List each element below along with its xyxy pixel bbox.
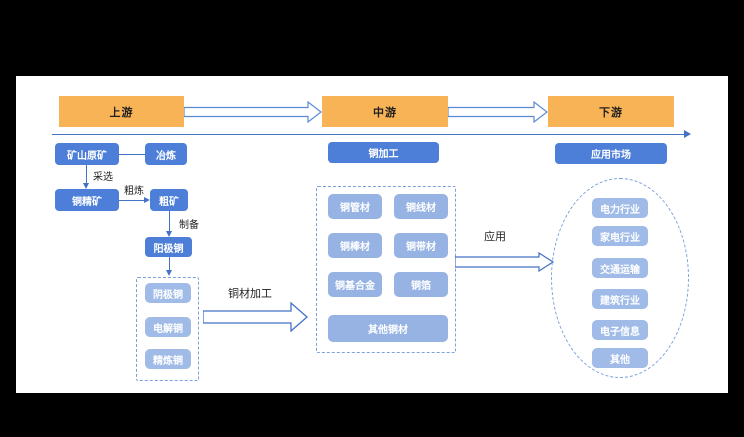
stage-midstream: 中游	[322, 96, 448, 127]
node-electrolytic-copper: 电解铜	[145, 317, 191, 337]
stage-downstream: 下游	[548, 96, 674, 127]
arrow-preparation	[166, 211, 172, 237]
node-copper-wire: 铜线材	[394, 194, 448, 219]
connector-mine-to-smelting	[119, 154, 145, 155]
header-copper-processing-label: 铜加工	[368, 149, 399, 160]
arrow-crude-smelting	[119, 197, 150, 203]
node-other-copper-materials: 其他铜材	[328, 315, 448, 342]
node-transportation-label: 交通运输	[600, 264, 640, 276]
node-transportation: 交通运输	[592, 258, 648, 278]
header-application-market-label: 应用市场	[591, 150, 631, 161]
header-copper-processing: 铜加工	[328, 142, 439, 163]
node-cathode-copper-label: 阴极铜	[153, 289, 183, 301]
node-copper-wire-label: 铜线材	[406, 203, 436, 214]
node-crude-ore: 粗矿	[150, 189, 188, 211]
block-arrow-processing	[203, 302, 308, 332]
node-power-industry: 电力行业	[592, 198, 648, 218]
node-copper-pipe-label: 铜管材	[340, 203, 370, 214]
node-copper-concentrate-label: 铜精矿	[72, 196, 102, 208]
node-copper-strip-label: 铜带材	[406, 242, 436, 253]
node-copper-strip: 铜带材	[394, 233, 448, 258]
node-mine-ore-label: 矿山原矿	[67, 150, 107, 162]
label-crude-smelting: 粗炼	[124, 186, 144, 197]
node-power-industry-label: 电力行业	[600, 204, 640, 216]
node-construction-industry: 建筑行业	[592, 289, 648, 309]
label-preparation: 制备	[179, 220, 199, 231]
midstream-products-container	[316, 186, 456, 353]
node-other-copper-materials-label: 其他铜材	[368, 325, 408, 336]
node-electrolytic-copper-label: 电解铜	[153, 323, 183, 335]
node-copper-rod-label: 铜棒材	[340, 242, 370, 253]
node-anode-copper-label: 阳极铜	[153, 243, 184, 255]
node-electronics-information: 电子信息	[592, 320, 648, 340]
node-construction-industry-label: 建筑行业	[600, 295, 640, 307]
label-application: 应用	[484, 230, 506, 243]
node-copper-foil-label: 铜箔	[411, 281, 431, 292]
node-crude-ore-label: 粗矿	[159, 196, 179, 208]
label-mining-selection: 采选	[93, 172, 113, 183]
stage-downstream-label: 下游	[599, 105, 623, 119]
node-home-appliance-industry-label: 家电行业	[600, 232, 640, 244]
node-mine-ore: 矿山原矿	[55, 143, 119, 165]
node-others-label: 其他	[610, 354, 630, 366]
block-arrow-midstream-to-downstream	[448, 101, 548, 123]
header-application-market: 应用市场	[555, 143, 667, 164]
stage-upstream: 上游	[59, 96, 184, 127]
diagram-canvas: 上游 中游 下游 矿山原矿 冶炼 铜加工 应用市场	[16, 76, 728, 393]
arrow-mining-selection	[83, 165, 89, 189]
node-copper-foil: 铜箔	[394, 272, 448, 297]
node-cathode-copper: 阴极铜	[145, 283, 191, 303]
node-electronics-information-label: 电子信息	[600, 326, 640, 338]
node-home-appliance-industry: 家电行业	[592, 226, 648, 246]
node-smelting-label: 冶炼	[156, 150, 176, 162]
stage-midstream-label: 中游	[373, 105, 397, 119]
label-copper-processing: 铜材加工	[228, 287, 272, 300]
node-copper-concentrate: 铜精矿	[55, 189, 119, 211]
node-copper-rod: 铜棒材	[328, 233, 382, 258]
node-copper-alloy: 铜基合金	[328, 272, 382, 297]
block-arrow-upstream-to-midstream	[184, 101, 322, 123]
node-others: 其他	[592, 348, 648, 368]
node-smelting: 冶炼	[145, 143, 187, 165]
block-arrow-application	[455, 252, 554, 272]
downstream-industries-container	[551, 178, 689, 378]
node-anode-copper: 阳极铜	[145, 237, 192, 257]
upstream-products-container	[136, 277, 199, 381]
arrow-anode-to-products	[166, 257, 172, 276]
stage-upstream-label: 上游	[109, 105, 134, 119]
node-copper-alloy-label: 铜基合金	[335, 281, 375, 292]
node-refined-copper: 精炼铜	[145, 349, 191, 369]
node-refined-copper-label: 精炼铜	[153, 355, 183, 367]
timeline-arrow	[52, 130, 691, 139]
node-copper-pipe: 铜管材	[328, 194, 382, 219]
